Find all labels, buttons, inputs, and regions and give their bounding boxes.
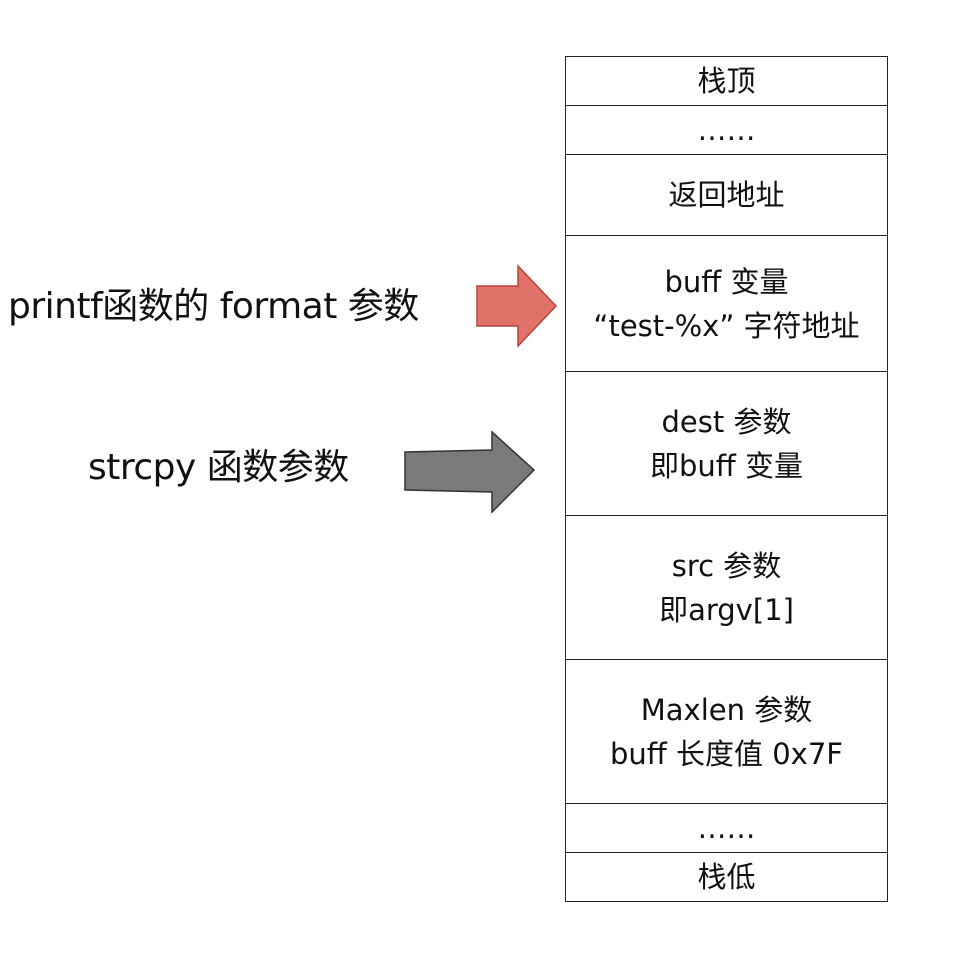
stack-ellipsis-upper: …… [566,106,887,155]
dest-param-cell: dest 参数 即buff 变量 [566,372,887,516]
format-string-address-label: “test-%x” 字符地址 [593,308,860,343]
src-param-cell: src 参数 即argv[1] [566,516,887,660]
maxlen-param-label: Maxlen 参数 [640,692,813,727]
stack-top-cell: 栈顶 [566,57,887,106]
return-address-label: 返回地址 [668,178,785,212]
stack-bottom-label: 栈低 [697,860,756,894]
stack-ellipsis-lower: …… [566,804,887,853]
maxlen-param-desc: buff 长度值 0x7F [610,736,843,771]
buff-variable-label: buff 变量 [664,264,789,299]
strcpy-param-label: strcpy 函数参数 [88,447,349,488]
src-param-label: src 参数 [671,548,782,583]
printf-format-param-label: printf函数的 format 参数 [8,286,419,327]
dest-param-label: dest 参数 [661,404,792,439]
dest-param-desc: 即buff 变量 [650,448,803,483]
ellipsis-upper-label: …… [697,113,756,147]
ellipsis-lower-label: …… [697,811,756,845]
stack-diagram: 栈顶 …… 返回地址 buff 变量 “test-%x” 字符地址 dest 参… [565,56,888,902]
maxlen-param-cell: Maxlen 参数 buff 长度值 0x7F [566,660,887,804]
stack-bottom-cell: 栈低 [566,853,887,901]
stack-top-label: 栈顶 [697,64,756,98]
gray-arrow-icon [404,430,536,514]
return-address-cell: 返回地址 [566,155,887,236]
src-param-desc: 即argv[1] [659,592,794,627]
buff-variable-cell: buff 变量 “test-%x” 字符地址 [566,236,887,372]
red-arrow-icon [476,264,558,348]
